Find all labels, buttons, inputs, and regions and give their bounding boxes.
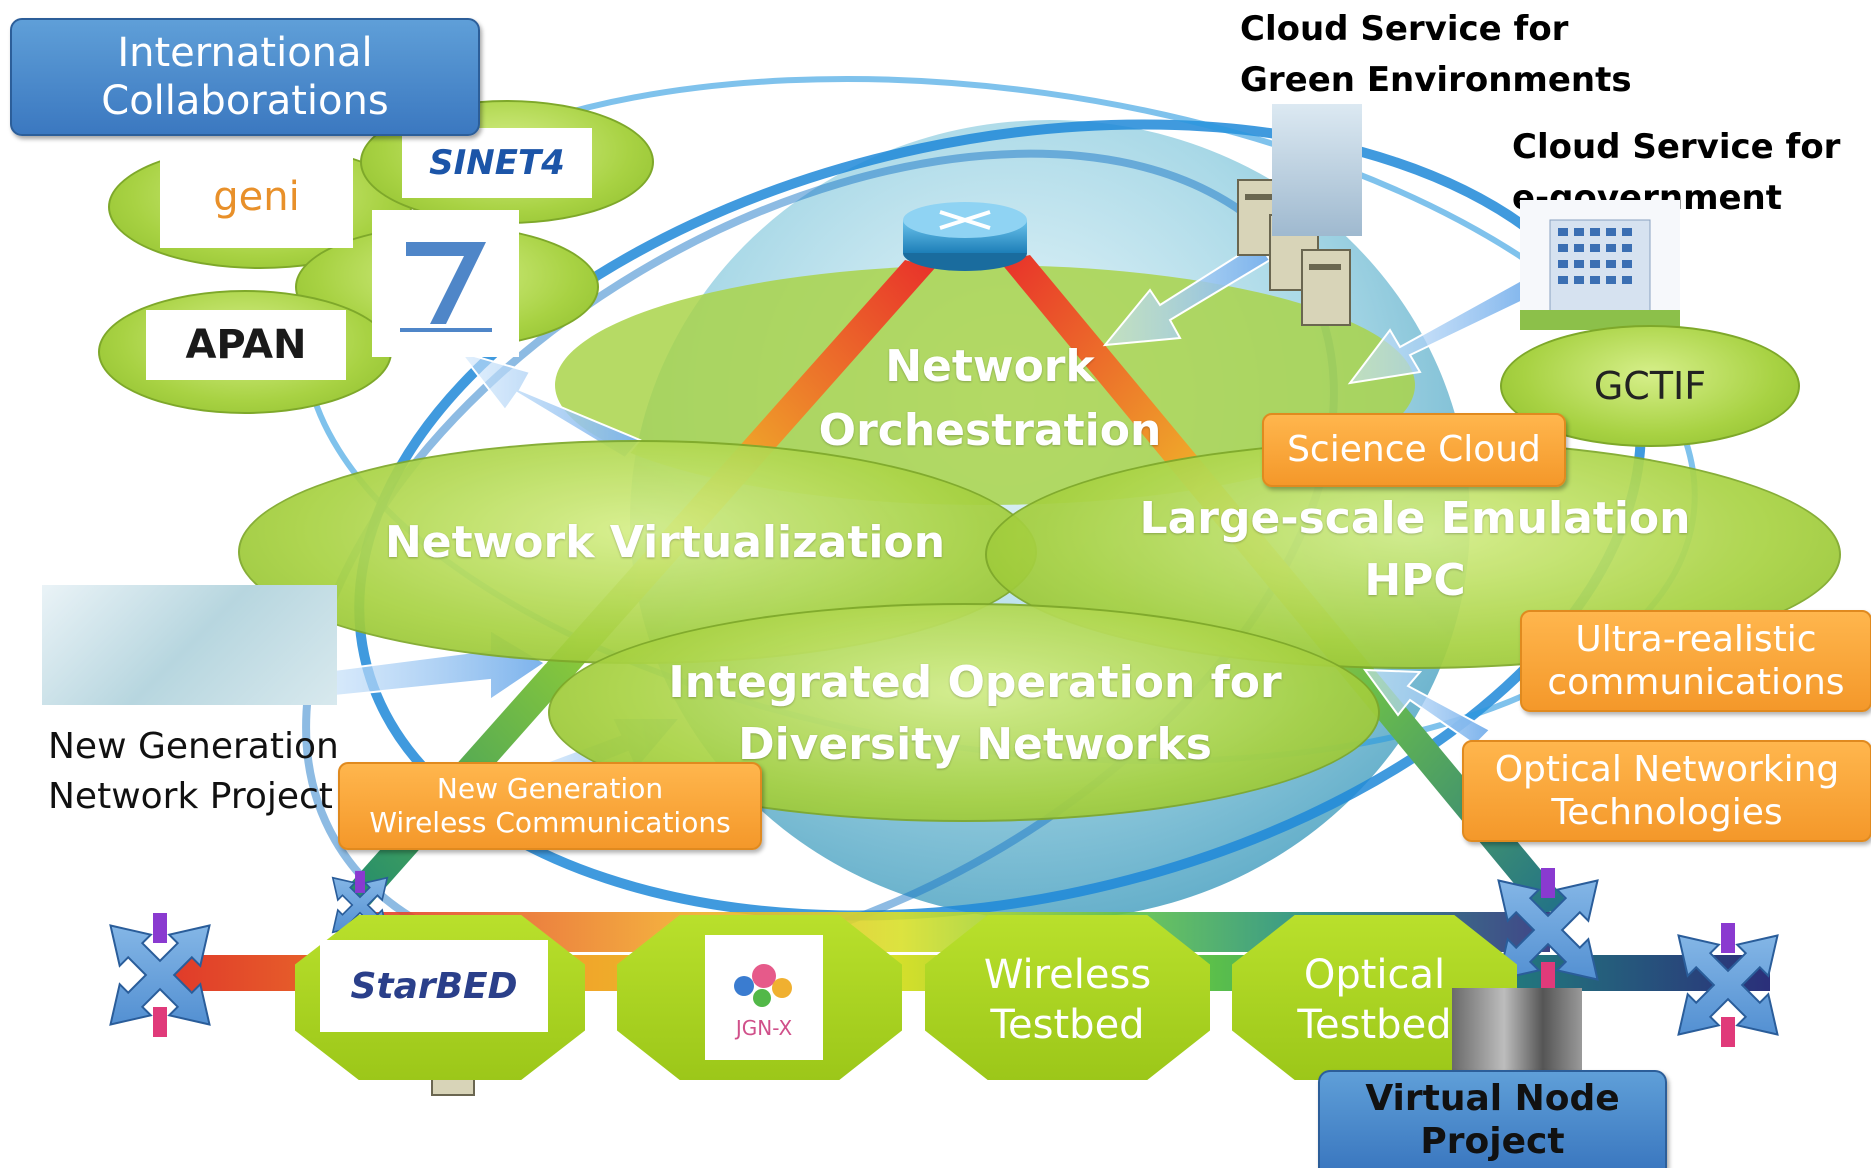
network-virtualization-label: Network Virtualization [384,517,946,568]
wireless-testbed-label: Wireless Testbed [925,950,1210,1050]
seven-icon [399,241,492,332]
international-line1: International [117,30,373,76]
virtual-node-photo [1452,988,1582,1070]
integrated-operation-label: Integrated Operation for Diversity Netwo… [640,652,1310,777]
large-scale-line2: HPC [1364,555,1466,607]
optical-testbed-line1: Optical [1303,952,1446,998]
network-orchestration-line1: Network [885,341,1095,392]
wireless-testbed-line1: Wireless [983,952,1152,998]
building-icon [1520,200,1680,330]
gctif-label: GCTIF [1593,364,1707,408]
cloud-egov-line1: Cloud Service for [1512,127,1841,167]
network-orchestration-label: Network Orchestration [780,335,1200,463]
optical-networking-box: Optical Networking Technologies [1462,740,1871,842]
sinet-logo-text: SINET4 [429,143,565,183]
apan-logo-text: APAN [185,322,307,368]
optical-networking-line1: Optical Networking [1494,748,1840,790]
router-icon [903,202,1027,271]
cross-arrow-icon [109,913,211,1037]
ultra-realistic-line1: Ultra-realistic [1575,618,1817,660]
geni-logo: geni [160,145,353,248]
science-cloud-box: Science Cloud [1262,413,1566,487]
new-gen-wireless-line2: Wireless Communications [369,806,731,839]
network-orchestration-line2: Orchestration [818,404,1162,456]
international-collaborations-box: International Collaborations [10,18,480,136]
new-generation-image [42,585,337,705]
cross-arrow-icon [1677,923,1779,1047]
cloud-green-line2: Green Environments [1240,60,1632,100]
ultra-realistic-box: Ultra-realistic communications [1520,610,1871,712]
apan-logo: APAN [146,310,346,380]
jgnx-logo: JGN-X [705,935,823,1060]
starbed-logo-text: StarBED [350,965,518,1007]
starbed-logo: StarBED [320,940,548,1032]
wireless-testbed-line2: Testbed [990,1002,1145,1048]
cross-arrow-icon [1497,868,1599,992]
integrated-line2: Diversity Networks [738,719,1212,771]
cloud-green-line1: Cloud Service for [1240,9,1569,49]
new-gen-wireless-line1: New Generation [436,772,664,806]
international-line2: Collaborations [101,78,389,124]
new-gen-project-line2: Network Project [48,776,333,818]
sinet-logo: SINET4 [402,128,592,198]
large-scale-line1: Large-scale Emulation [1139,493,1691,544]
optical-testbed-label: Optical Testbed [1232,950,1517,1050]
seven-logo [372,210,519,357]
virtual-node-line1: Virtual Node [1365,1077,1620,1119]
ultra-realistic-line2: communications [1547,662,1845,703]
integrated-line1: Integrated Operation for [668,657,1282,708]
jgnx-icon [734,963,792,1007]
new-gen-wireless-box: New Generation Wireless Communications [338,762,762,850]
new-gen-project-label: New Generation Network Project [48,722,339,823]
wireless-testbed-octagon [925,915,1210,1080]
wind-turbine-image [1272,104,1362,236]
jgnx-logo-text: JGN-X [735,1015,793,1040]
virtual-node-project-box: Virtual Node Project [1318,1070,1667,1168]
large-scale-emulation-label: Large-scale Emulation HPC [1110,488,1720,613]
optical-networking-line2: Technologies [1551,792,1783,833]
geni-logo-text: geni [213,173,300,220]
cloud-green-label: Cloud Service for Green Environments [1240,4,1632,106]
virtual-node-line2: Project [1420,1121,1565,1162]
new-gen-project-line1: New Generation [48,726,339,767]
optical-testbed-line2: Testbed [1297,1002,1452,1048]
